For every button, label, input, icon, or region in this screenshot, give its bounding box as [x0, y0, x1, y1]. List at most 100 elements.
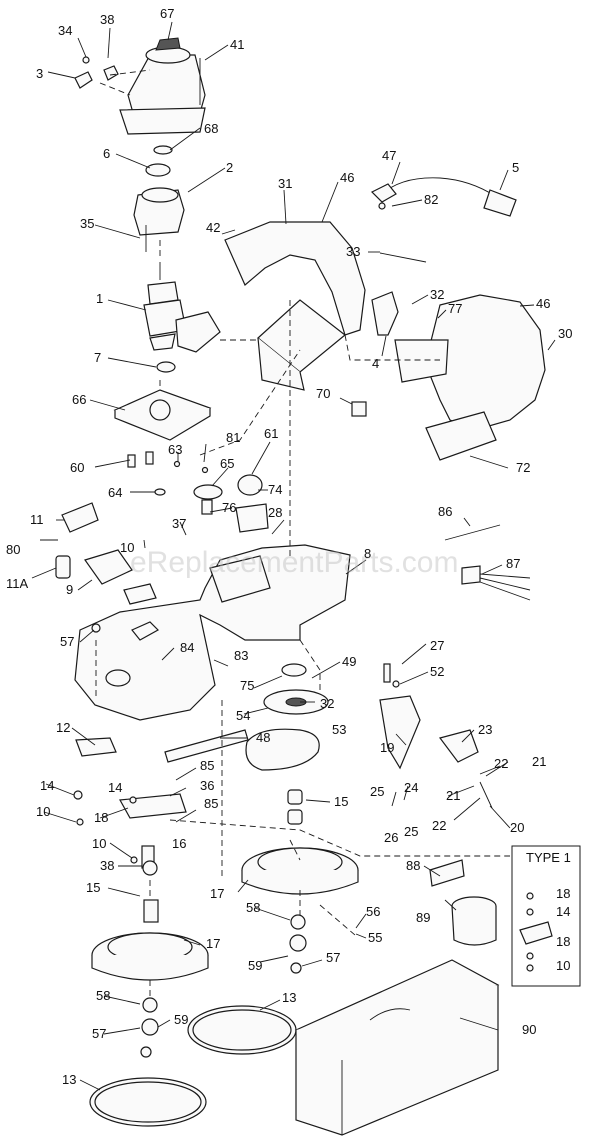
- callout-63: 63: [168, 442, 182, 457]
- callout-18c: 18: [556, 934, 570, 949]
- callout-75: 75: [240, 678, 254, 693]
- callout-58b: 58: [96, 988, 110, 1003]
- callout-13a: 13: [282, 990, 296, 1005]
- linkage-left: [73, 737, 187, 876]
- callout-41: 41: [230, 37, 244, 52]
- callout-7: 7: [94, 350, 101, 365]
- callout-76: 76: [222, 500, 236, 515]
- guard-group: [224, 221, 367, 417]
- callout-8: 8: [364, 546, 371, 561]
- callout-31: 31: [278, 176, 292, 191]
- callout-12: 12: [56, 720, 70, 735]
- callout-27: 27: [430, 638, 444, 653]
- callout-21a: 21: [532, 754, 546, 769]
- wheel-upper: [241, 847, 359, 974]
- callout-87: 87: [506, 556, 520, 571]
- callout-14c: 14: [556, 904, 570, 919]
- callout-70: 70: [316, 386, 330, 401]
- callout-14a: 14: [40, 778, 54, 793]
- callout-23: 23: [478, 722, 492, 737]
- callout-4: 4: [372, 356, 379, 371]
- callout-16: 16: [172, 836, 186, 851]
- callout-28: 28: [268, 505, 282, 520]
- callout-86: 86: [438, 504, 452, 519]
- inset-title: TYPE 1: [526, 850, 571, 865]
- callout-49: 49: [342, 654, 356, 669]
- callout-6: 6: [103, 146, 110, 161]
- callout-81: 81: [226, 430, 240, 445]
- callout-11: 11: [30, 512, 44, 527]
- callout-2: 2: [226, 160, 233, 175]
- wheel-lower: [91, 899, 209, 1058]
- callout-25b: 25: [404, 824, 418, 839]
- callout-77: 77: [448, 301, 462, 316]
- callout-labels: 34 38 67 3 41 68 6 2 47 5 31 46 82 35 42…: [6, 6, 572, 1087]
- callout-3: 3: [36, 66, 43, 81]
- callout-57a: 57: [60, 634, 74, 649]
- gear-plate-group: [113, 389, 269, 533]
- assembly-lines: [95, 69, 510, 998]
- callout-20: 20: [510, 820, 524, 835]
- callout-83: 83: [234, 648, 248, 663]
- callout-33: 33: [346, 244, 360, 259]
- callout-38b: 38: [100, 858, 114, 873]
- callout-32a: 32: [430, 287, 444, 302]
- callout-22b: 22: [432, 818, 446, 833]
- callout-22a: 22: [494, 756, 508, 771]
- switch-group: [74, 56, 119, 89]
- callout-67: 67: [160, 6, 174, 21]
- type1-inset: [511, 845, 581, 987]
- callout-80: 80: [6, 542, 20, 557]
- callout-26: 26: [384, 830, 398, 845]
- callout-34: 34: [58, 23, 72, 38]
- callout-5: 5: [512, 160, 519, 175]
- callout-66: 66: [72, 392, 86, 407]
- watermark: eReplacementParts.com: [130, 546, 458, 579]
- callout-11A: 11A: [6, 576, 28, 591]
- handle-group: [371, 252, 546, 461]
- callout-36: 36: [200, 778, 214, 793]
- callout-74: 74: [268, 482, 282, 497]
- callout-61: 61: [264, 426, 278, 441]
- callout-60: 60: [70, 460, 84, 475]
- callout-13b: 13: [62, 1072, 76, 1087]
- drive-group: [164, 663, 329, 825]
- callout-88: 88: [406, 858, 420, 873]
- callout-10d: 10: [556, 958, 570, 973]
- main-frame-group: [74, 544, 351, 721]
- callout-65: 65: [220, 456, 234, 471]
- callout-10b: 10: [36, 804, 50, 819]
- callout-10a: 10: [120, 540, 134, 555]
- callout-35: 35: [80, 216, 94, 231]
- callout-17a: 17: [210, 886, 224, 901]
- callout-42: 42: [206, 220, 220, 235]
- callout-59b: 59: [174, 1012, 188, 1027]
- motor-housing-group: [119, 37, 206, 252]
- callout-57b: 57: [326, 950, 340, 965]
- callout-54: 54: [236, 708, 250, 723]
- callout-9: 9: [66, 582, 73, 597]
- callout-68: 68: [204, 121, 218, 136]
- callout-64: 64: [108, 485, 122, 500]
- callout-10c: 10: [92, 836, 106, 851]
- callout-37: 37: [172, 516, 186, 531]
- callout-52: 52: [430, 664, 444, 679]
- callout-72: 72: [516, 460, 530, 475]
- callout-38: 38: [100, 12, 114, 27]
- small-parts-right: [444, 524, 531, 601]
- case-group: [294, 859, 500, 1136]
- callout-25a: 25: [370, 784, 384, 799]
- callout-82: 82: [424, 192, 438, 207]
- callout-47: 47: [382, 148, 396, 163]
- callout-84: 84: [180, 640, 194, 655]
- callout-15a: 15: [334, 794, 348, 809]
- callout-55: 55: [368, 930, 382, 945]
- callout-85b: 85: [204, 796, 218, 811]
- callout-89: 89: [416, 910, 430, 925]
- callout-48: 48: [256, 730, 270, 745]
- blades: [89, 1005, 297, 1127]
- cord-group: [370, 177, 517, 217]
- callout-46a: 46: [340, 170, 354, 185]
- callout-90: 90: [522, 1022, 536, 1037]
